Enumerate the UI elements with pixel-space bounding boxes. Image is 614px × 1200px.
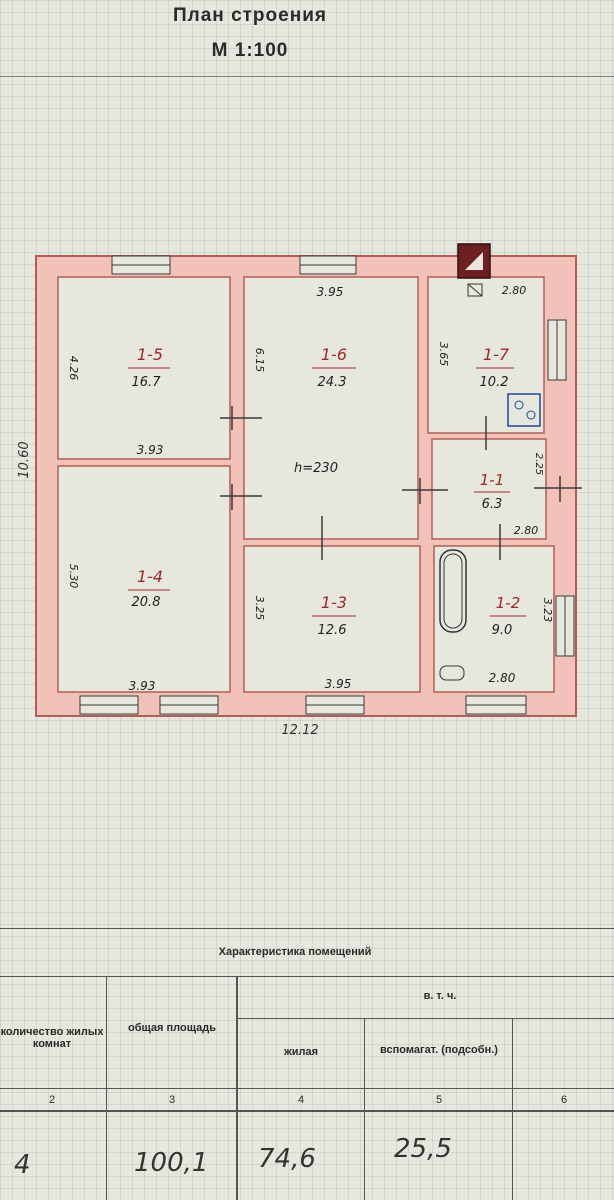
room-1-7-dim-width: 2.80 (502, 284, 527, 297)
room-1-1-dim-height: 2.25 (533, 453, 544, 475)
rooms-characteristics-table: Характеристика помещений в. т. ч. количе… (0, 928, 614, 1200)
room-1-5-id: 1-5 (137, 345, 163, 364)
room-1-7-area-value: 10.2 (480, 375, 509, 390)
windows (79, 255, 575, 715)
toilet-icon (439, 665, 465, 681)
table-title: Характеристика помещений (218, 946, 372, 958)
col-rooms-count-header: количество жилых комнат (0, 1026, 104, 1050)
door-marks (220, 406, 582, 560)
room-1-1: 1-1 6.3 2.25 2.80 (474, 453, 544, 537)
auxiliary-area-value: 25,5 (394, 1134, 452, 1164)
room-1-2-dim-height: 3.23 (541, 598, 554, 623)
plan-scale: М 1:100 (211, 40, 289, 61)
room-1-1-id: 1-1 (480, 471, 505, 489)
bathtub-icon (439, 549, 467, 633)
col-6-number: 6 (560, 1094, 568, 1106)
room-1-7-area (427, 276, 545, 434)
room-1-5: 1-5 16.7 4.26 3.93 (67, 345, 170, 457)
room-1-3-area (243, 545, 421, 693)
col-total-area-header: общая площадь (127, 1022, 216, 1034)
room-1-4: 1-4 20.8 5.30 3.93 (67, 564, 170, 693)
room-1-4-id: 1-4 (137, 567, 163, 586)
room-1-4-area-value: 20.8 (132, 595, 161, 610)
room-1-2-area-value: 9.0 (492, 623, 513, 638)
col-4-number: 4 (297, 1094, 305, 1106)
stove-icon (507, 393, 541, 427)
room-1-5-dim-width: 3.93 (137, 443, 164, 457)
title-divider (0, 76, 614, 77)
group-header: в. т. ч. (423, 990, 457, 1002)
ceiling-height-label: h=230 (294, 461, 338, 476)
room-1-3-dim-width: 3.95 (325, 677, 352, 691)
title-block: План строения М 1:100 (0, 0, 614, 80)
room-1-2: 1-2 9.0 3.23 2.80 (489, 594, 554, 685)
building-height-label: 10.60 (17, 441, 32, 478)
room-1-3-id: 1-3 (321, 593, 347, 612)
room-1-4-dim-width: 3.93 (129, 679, 156, 693)
col-auxiliary-area-header: вспомагат. (подсобн.) (380, 1044, 498, 1056)
room-1-4-area (57, 465, 231, 693)
room-1-3: 1-3 12.6 3.25 3.95 (253, 593, 356, 691)
room-1-2-id: 1-2 (496, 594, 521, 612)
room-1-6-area (243, 276, 419, 540)
chimney-icon (457, 243, 491, 279)
room-1-7: 1-7 10.2 2.80 3.65 (437, 284, 526, 390)
room-1-1-area (431, 438, 547, 540)
room-1-4-dim-height: 5.30 (67, 564, 80, 589)
room-1-1-dim-width: 2.80 (514, 524, 539, 537)
room-1-2-area (433, 545, 555, 693)
room-1-5-dim-height: 4.26 (67, 356, 80, 381)
col-2-number: 2 (48, 1094, 56, 1106)
col-5-number: 5 (435, 1094, 443, 1106)
chimney-mark (465, 252, 483, 270)
room-1-1-area-value: 6.3 (482, 497, 503, 512)
col-3-number: 3 (168, 1094, 176, 1106)
room-1-6-dim-width: 3.95 (317, 285, 344, 299)
building-width-label: 12.12 (281, 723, 318, 738)
plan-title: План строения (173, 5, 327, 26)
room-1-5-area-value: 16.7 (132, 375, 162, 390)
room-1-2-dim-width: 2.80 (489, 671, 516, 685)
room-1-6-area-value: 24.3 (318, 375, 347, 390)
total-area-value: 100,1 (134, 1148, 209, 1178)
room-1-6-dim-height: 6.15 (253, 348, 266, 373)
room-1-3-area-value: 12.6 (318, 623, 347, 638)
floor-plan: 10.60 12.12 1-5 16.7 4.26 3.93 1-6 24.3 … (17, 243, 582, 738)
living-area-value: 74,6 (258, 1144, 316, 1174)
col-living-area-header: жилая (283, 1046, 319, 1058)
room-1-3-dim-height: 3.25 (253, 596, 266, 621)
living-rooms-count-value: 4 (14, 1150, 31, 1180)
room-1-7-id: 1-7 (483, 345, 510, 364)
vent-icon (467, 283, 483, 297)
room-1-7-dim-height: 3.65 (437, 342, 450, 367)
room-1-6: 1-6 24.3 3.95 6.15 h=230 (253, 285, 356, 476)
room-1-6-id: 1-6 (321, 345, 347, 364)
